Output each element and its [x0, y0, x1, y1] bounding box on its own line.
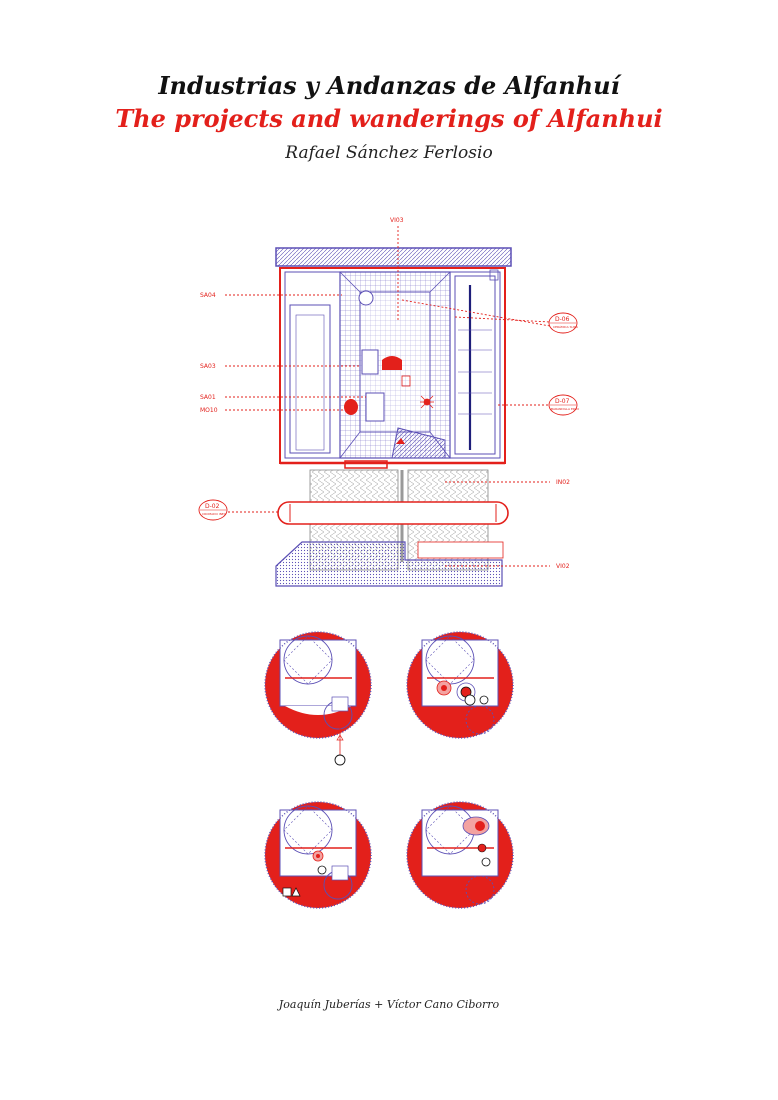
label-vi03: VI03: [390, 217, 404, 224]
stairs: [391, 427, 446, 459]
svg-text:BARANDILLA EDICI: BARANDILLA EDICI: [551, 407, 579, 411]
author-name: Rafael Sánchez Ferlosio: [285, 143, 493, 163]
svg-text:D-02: D-02: [205, 503, 220, 510]
title-block: Industrias y Andanzas de Alfanhuí The pr…: [0, 70, 778, 168]
detail-tag-d07: D-07 BARANDILLA EDICI: [548, 394, 579, 416]
credits: Joaquín Juberías + Víctor Cano Ciborro: [278, 998, 500, 1011]
plan-diagram-3: [264, 801, 372, 909]
plan-diagram-2: [406, 631, 514, 739]
red-stool-icon: [344, 399, 358, 415]
plan-diagram-4: [406, 801, 514, 909]
label-sa03: SA03: [200, 363, 216, 370]
svg-text:D-06: D-06: [555, 316, 570, 323]
detail-tag-d06: D-06 CERÁMICA SUDA: [548, 312, 579, 334]
label-sa04: SA04: [200, 292, 216, 299]
page-title: Industrias y Andanzas de Alfanhuí: [158, 71, 620, 100]
sink-icon: [365, 392, 385, 422]
toilet-icon: [361, 349, 379, 375]
page-subtitle: The projects and wanderings of Alfanhui: [115, 104, 663, 133]
roof-slab: [275, 247, 512, 267]
svg-text:CROMADO INEC: CROMADO INEC: [202, 512, 226, 516]
label-mo10: MO10: [200, 407, 218, 414]
plan-diagram-1: [264, 631, 372, 766]
foundation-slab: [275, 541, 503, 587]
section-drawing: VI03 SA04 SA03 SA01 MO10 IN02 VI02 D-06 …: [198, 217, 579, 587]
pipe-beam: [277, 501, 509, 525]
right-cabinet: [454, 275, 496, 455]
label-vi02: VI02: [556, 563, 570, 570]
label-in02: IN02: [556, 479, 570, 486]
label-sa01: SA01: [200, 394, 216, 401]
detail-tag-d02: D-02 CROMADO INEC: [198, 499, 228, 521]
spider-icon: [420, 395, 434, 409]
mirror-icon: [358, 290, 374, 306]
svg-text:D-07: D-07: [555, 398, 570, 405]
left-compartment: [289, 304, 331, 454]
svg-text:CERÁMICA SUDA: CERÁMICA SUDA: [553, 324, 579, 329]
